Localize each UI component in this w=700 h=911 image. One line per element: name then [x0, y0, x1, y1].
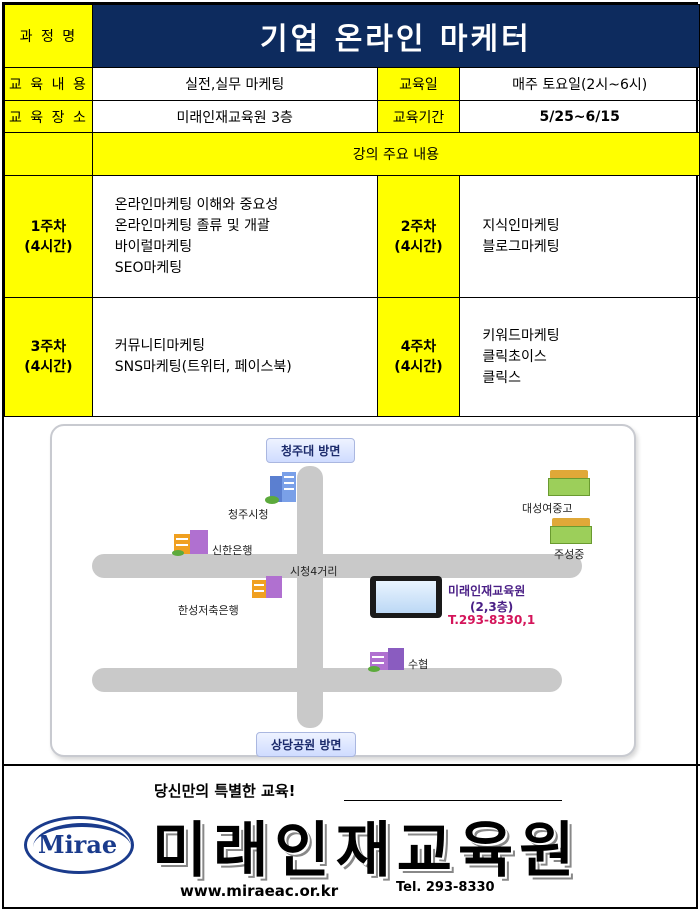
week-4-content: 키워드마케팅 클릭초이스 클릭스: [459, 297, 700, 417]
list-item: 키워드마케팅: [482, 327, 560, 344]
map-section: 청주대 방면 상당공원 방면 청주시청 신한은행 시청4거리 한성저축은행 대성…: [4, 416, 700, 766]
day-label: 교육일: [376, 67, 461, 101]
center-floor-label: (2,3층): [470, 600, 514, 614]
institute-name: 미래인재교육원: [152, 816, 581, 886]
week-4-hours: (4시간): [394, 359, 443, 375]
shinhan-bank-building-icon: [172, 530, 208, 556]
course-label: 과 정 명: [4, 4, 93, 68]
place-value: 미래인재교육원 3층: [91, 100, 378, 133]
mirae-logo: [24, 816, 134, 874]
list-item: 클릭스: [482, 369, 521, 386]
course-info-table: 과 정 명 기업 온라인 마케터 교 육 내 용 실전,실무 마케팅 교육일 매…: [4, 4, 700, 417]
week-3-label: 3주차 (4시간): [4, 297, 93, 417]
list-item: 블로그마케팅: [482, 238, 560, 255]
website-link[interactable]: www.miraeac.or.kr: [180, 882, 339, 900]
week-3-hours: (4시간): [24, 359, 73, 375]
week-3-content: 커뮤니티마케팅 SNS마케팅(트위터, 페이스북): [91, 297, 378, 417]
daesung-school-icon: [548, 470, 590, 496]
week-1-hours: (4시간): [24, 238, 73, 255]
suhyup-building-icon: [368, 648, 404, 672]
week-2-hours: (4시간): [394, 238, 443, 255]
road-lower: [92, 668, 562, 692]
shinhan-bank-label: 신한은행: [212, 544, 253, 557]
hanseong-bank-building-icon: [252, 576, 282, 598]
list-item: 커뮤니티마케팅: [114, 338, 205, 354]
mirae-center-building-icon: [370, 576, 442, 618]
center-name-label: 미래인재교육원: [448, 584, 526, 598]
content-value: 실전,실무 마케팅: [91, 67, 378, 101]
list-item: 온라인마케팅 이해와 중요성: [114, 196, 279, 213]
city-hall-building-icon: [265, 472, 296, 504]
list-item: 클릭초이스: [482, 348, 547, 365]
week-1-content: 온라인마케팅 이해와 중요성 온라인마케팅 졸류 및 개괄 바이럴마케팅 SEO…: [91, 175, 378, 298]
week-2-content: 지식인마케팅 블로그마케팅: [459, 175, 700, 298]
course-title-text: 기업 온라인 마케터: [260, 22, 532, 57]
intersection-label: 시청4거리: [290, 565, 338, 578]
course-title: 기업 온라인 마케터: [91, 4, 700, 68]
syllabus-title: 강의 주요 내용: [91, 132, 700, 176]
daesung-school-label: 대성여중고: [522, 502, 573, 515]
week-1-label: 1주차 (4시간): [4, 175, 93, 298]
week-2-label: 2주차 (4시간): [376, 175, 461, 298]
week-4-label: 4주차 (4시간): [376, 297, 461, 417]
slogan-underline: [344, 800, 562, 801]
telephone: Tel. 293-8330: [396, 880, 495, 895]
list-item: 바이럴마케팅: [114, 238, 193, 255]
week-2-name: 2주차: [400, 218, 437, 235]
road-upper: [92, 554, 582, 578]
week-4-name: 4주차: [400, 339, 437, 355]
day-value: 매주 토요일(2시~6시): [459, 67, 700, 101]
suhyup-label: 수협: [408, 658, 429, 671]
content-label: 교 육 내 용: [4, 67, 93, 101]
mirae-logo-text: Mirae: [38, 830, 118, 859]
list-item: SNS마케팅(트위터, 페이스북): [114, 359, 292, 375]
center-tel-label: T.293-8330,1: [448, 613, 536, 627]
period-value: 5/25~6/15: [459, 100, 700, 133]
week-1-name: 1주차: [30, 218, 67, 235]
list-item: 온라인마케팅 졸류 및 개괄: [114, 217, 270, 234]
city-hall-label: 청주시청: [228, 508, 269, 521]
south-direction-label: 상당공원 방면: [256, 732, 357, 757]
footer: 당신만의 특별한 교육! Mirae 미래인재교육원 www.miraeac.o…: [4, 768, 700, 911]
week-3-name: 3주차: [30, 339, 67, 355]
place-label: 교 육 장 소: [4, 100, 93, 133]
juseong-school-label: 주성중: [554, 548, 585, 561]
slogan: 당신만의 특별한 교육!: [154, 782, 296, 800]
hanseong-bank-label: 한성저축은행: [178, 604, 239, 617]
north-direction-label: 청주대 방면: [266, 438, 356, 463]
juseong-school-icon: [550, 518, 592, 544]
list-item: 지식인마케팅: [482, 217, 560, 234]
location-map: 청주대 방면 상당공원 방면 청주시청 신한은행 시청4거리 한성저축은행 대성…: [50, 424, 636, 757]
list-item: SEO마케팅: [114, 259, 183, 276]
syllabus-blank: [4, 132, 93, 176]
period-label: 교육기간: [376, 100, 461, 133]
